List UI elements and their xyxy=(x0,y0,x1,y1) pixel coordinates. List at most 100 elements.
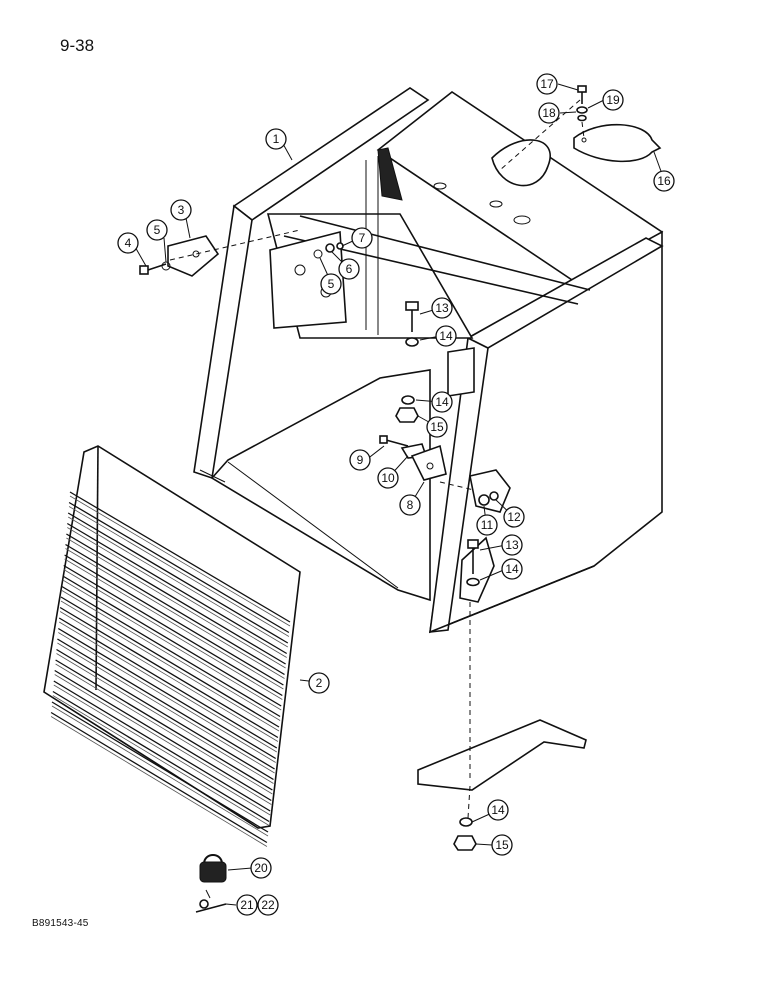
grille-slat-shadow xyxy=(53,684,271,816)
grille-slat-shadow xyxy=(55,663,273,795)
callout-2: 2 xyxy=(308,672,330,694)
callout-11-label: 11 xyxy=(481,518,494,532)
grille-slat xyxy=(61,585,281,718)
callout-4: 4 xyxy=(117,232,139,254)
callout-14b: 14 xyxy=(431,391,453,413)
upper-fastener-icon xyxy=(395,301,419,423)
callout-13b-label: 13 xyxy=(505,538,519,552)
grille-slat-shadow xyxy=(57,642,275,774)
grille-slat xyxy=(69,491,291,623)
lower-bracket-icon xyxy=(459,536,495,603)
grille-slat-shadow xyxy=(66,537,286,669)
callout-19-label: 19 xyxy=(606,93,620,107)
callout-3-label: 3 xyxy=(178,203,185,217)
grille-slat-shadow xyxy=(51,705,269,837)
callout-15a: 15 xyxy=(426,416,448,438)
callout-8-label: 8 xyxy=(407,498,414,512)
grille-slat xyxy=(67,512,289,644)
callout-5b-label: 5 xyxy=(328,277,335,291)
grille-slat-shadow xyxy=(69,495,291,627)
callout-5a-label: 5 xyxy=(154,223,161,237)
grille-slat xyxy=(65,543,285,676)
callout-14d: 14 xyxy=(487,799,509,821)
padlock-icon xyxy=(199,854,227,883)
callout-22-label: 22 xyxy=(261,898,275,912)
grille-slat-shadow xyxy=(63,569,283,700)
grille-slat-shadow xyxy=(58,621,278,753)
callout-19: 19 xyxy=(602,89,624,111)
callout-12: 12 xyxy=(503,506,525,528)
cover-plate-icon xyxy=(573,85,662,163)
callout-9-label: 9 xyxy=(357,453,364,467)
callout-17: 17 xyxy=(536,73,558,95)
callout-11: 11 xyxy=(476,514,498,536)
callout-7-label: 7 xyxy=(359,231,366,245)
grille-slat xyxy=(58,617,278,749)
grille-slat xyxy=(66,533,286,665)
callout-21: 21 xyxy=(236,894,258,916)
callout-9: 9 xyxy=(349,449,371,471)
grille-slat xyxy=(52,690,270,823)
callout-3: 3 xyxy=(170,199,192,221)
grille-icon xyxy=(43,445,301,847)
callout-20: 20 xyxy=(250,857,272,879)
callout-13a: 13 xyxy=(431,297,453,319)
hinge-bracket-icon xyxy=(139,235,220,277)
grille-slat xyxy=(54,669,272,802)
grille-slat-shadow xyxy=(61,590,281,721)
callout-7: 7 xyxy=(351,227,373,249)
callout-1: 1 xyxy=(265,128,287,150)
grille-slat-shadow xyxy=(60,600,280,732)
callout-5b: 5 xyxy=(320,273,342,295)
grille-slat-shadow xyxy=(56,653,274,784)
hood-frame-icon xyxy=(193,87,664,634)
grille-slat xyxy=(57,638,275,770)
callout-2-label: 2 xyxy=(316,676,323,690)
callout-1-label: 1 xyxy=(273,132,280,146)
grille-slat-shadow xyxy=(59,611,279,742)
callout-8: 8 xyxy=(399,494,421,516)
grille-slat-shadow xyxy=(52,695,270,826)
grille-slat-shadow xyxy=(62,579,282,711)
grille-slat xyxy=(64,554,284,686)
callout-14b-label: 14 xyxy=(435,395,449,409)
callout-13b: 13 xyxy=(501,534,523,556)
grille-slat-shadow xyxy=(68,506,290,637)
grille-slat-shadow xyxy=(58,632,276,763)
callout-22: 22 xyxy=(257,894,279,916)
callout-18: 18 xyxy=(538,102,560,124)
callout-14a-label: 14 xyxy=(439,329,453,343)
grille-slat xyxy=(66,522,288,655)
grille-slat xyxy=(55,659,273,791)
callout-14a: 14 xyxy=(435,325,457,347)
grille-slat xyxy=(53,680,271,812)
callout-10-label: 10 xyxy=(381,471,395,485)
grille-slat-shadow xyxy=(65,548,285,679)
grille-slat xyxy=(60,596,280,728)
callout-10: 10 xyxy=(377,467,399,489)
callout-16-label: 16 xyxy=(657,174,671,188)
callout-15a-label: 15 xyxy=(430,420,444,434)
grille-slat-shadow xyxy=(50,716,268,847)
callout-18-label: 18 xyxy=(542,106,556,120)
callout-15b: 15 xyxy=(491,834,513,856)
callout-14c: 14 xyxy=(501,558,523,580)
grille-slat-shadow xyxy=(54,674,272,805)
callout-14c-label: 14 xyxy=(505,562,519,576)
grille-slat xyxy=(51,701,269,833)
callout-14d-label: 14 xyxy=(491,803,505,817)
callout-12-label: 12 xyxy=(507,510,521,524)
callout-6-label: 6 xyxy=(346,262,353,276)
grille-slat xyxy=(63,564,283,697)
callout-17-label: 17 xyxy=(540,77,554,91)
callout-4-label: 4 xyxy=(125,236,132,250)
latch-icon xyxy=(379,435,447,481)
key-icon xyxy=(195,889,227,913)
page-number: 9-38 xyxy=(60,36,95,55)
bolt-icon xyxy=(313,242,344,259)
callout-20-label: 20 xyxy=(254,861,268,875)
callout-16: 16 xyxy=(653,170,675,192)
callout-21-label: 21 xyxy=(240,898,254,912)
support-strap-icon xyxy=(417,602,587,851)
